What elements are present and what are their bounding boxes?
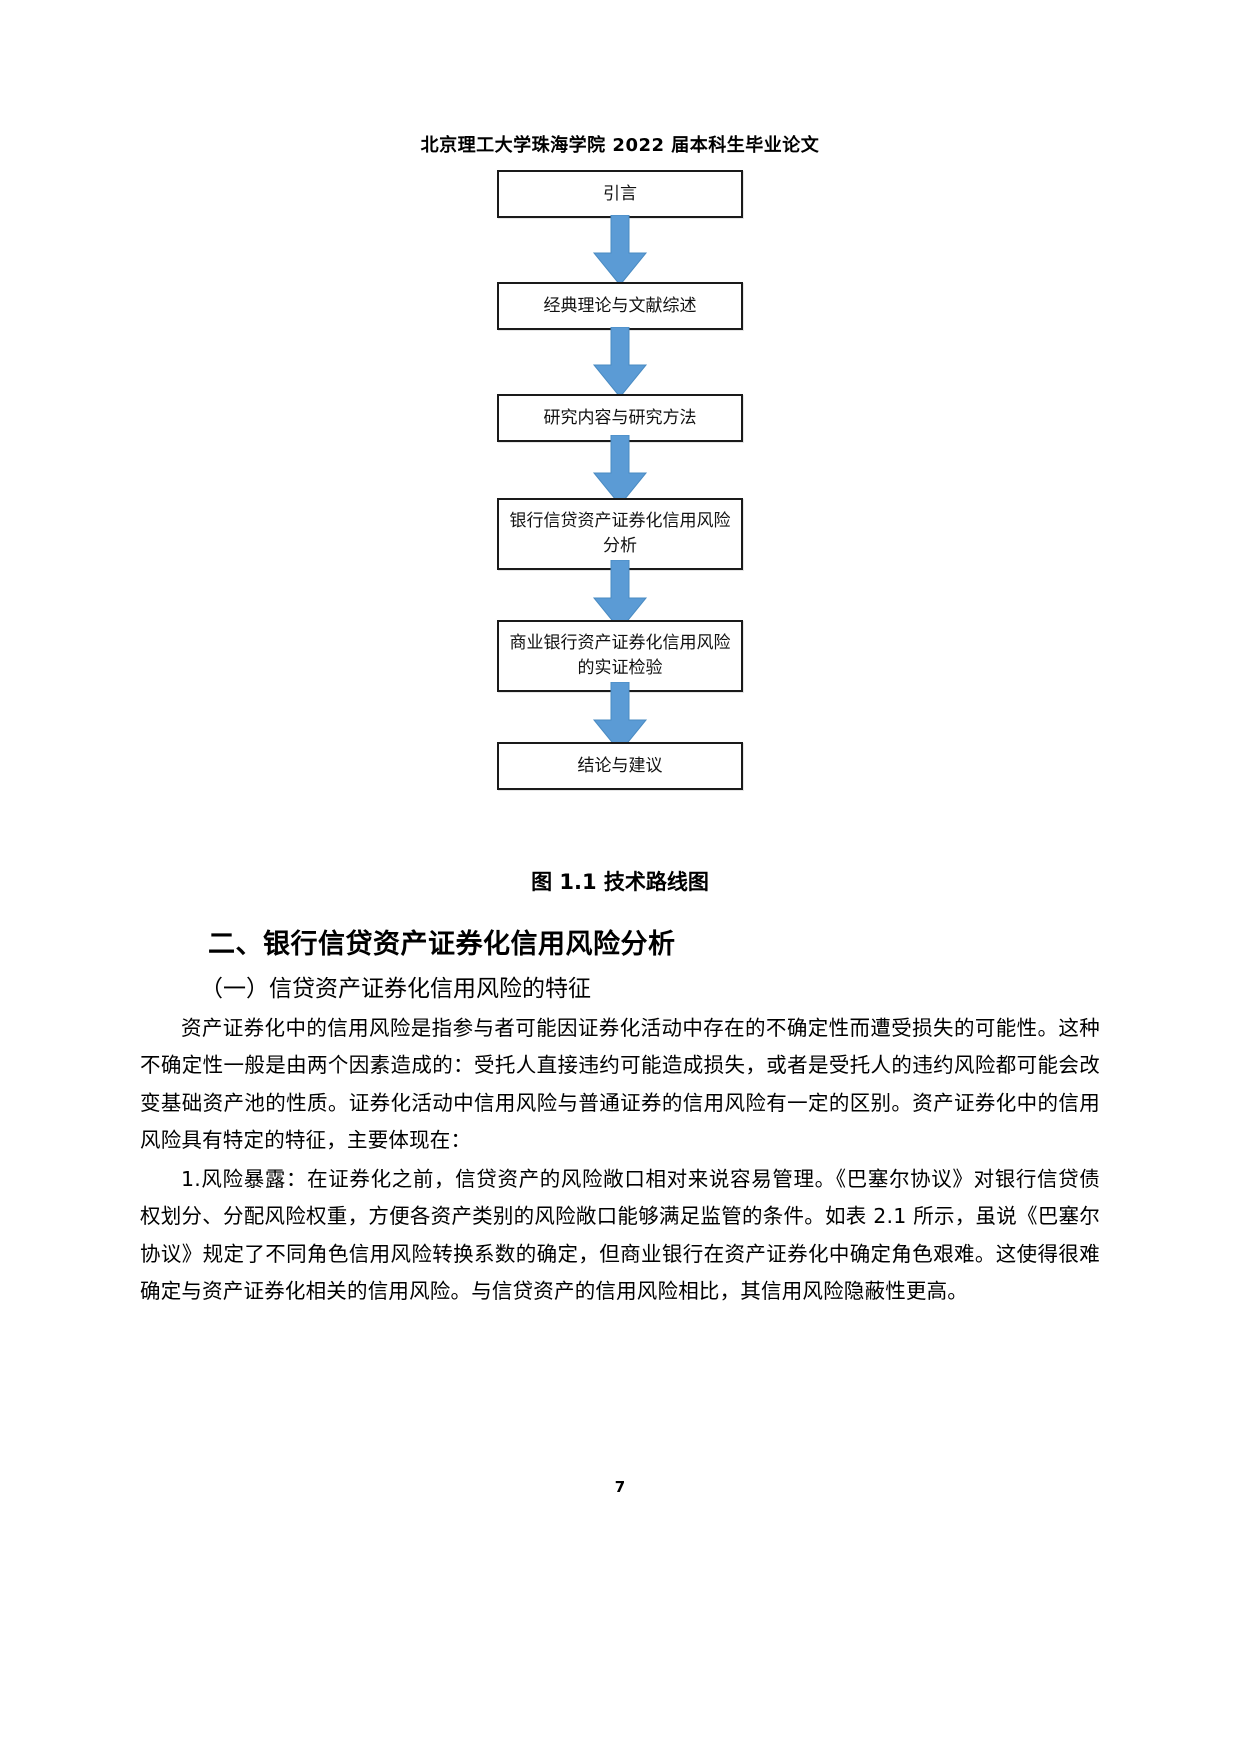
section-heading: 二、银行信贷资产证券化信用风险分析: [208, 929, 676, 960]
flow-node-bank-credit-abs-risk-analysis: 银行信贷资产证券化信用风险分析: [497, 498, 743, 570]
flowchart-row: 银行信贷资产证券化信用风险分析: [0, 498, 1240, 570]
flowchart-row: 引言: [0, 170, 1240, 218]
down-arrow-icon: [592, 327, 648, 397]
flowchart-row: 研究内容与研究方法: [0, 394, 1240, 442]
down-arrow-icon: [592, 560, 648, 630]
flow-arrow-1-wrap: [0, 215, 1240, 285]
body-content: 二、银行信贷资产证券化信用风险分析 （一）信贷资产证券化信用风险的特征 资产证券…: [140, 925, 1100, 1310]
down-arrow-icon: [592, 682, 648, 752]
figure-caption: 图 1.1 技术路线图: [531, 870, 709, 894]
flow-arrow-5-wrap: [0, 682, 1240, 752]
down-arrow-icon: [592, 215, 648, 285]
flow-node-research-content-method: 研究内容与研究方法: [497, 394, 743, 442]
flowchart-row: 经典理论与文献综述: [0, 282, 1240, 330]
flow-node-conclusion-suggestion: 结论与建议: [497, 742, 743, 790]
body-paragraph-1: 资产证券化中的信用风险是指参与者可能因证券化活动中存在的不确定性而遭受损失的可能…: [140, 1016, 1100, 1152]
technical-route-flowchart: 引言 经典理论与文献综述 研究内容与研究方法 银行信贷资产证券化信用风险分析: [0, 170, 1240, 790]
flowchart-row: 商业银行资产证券化信用风险的实证检验: [0, 620, 1240, 692]
body-paragraph-2: 1.风险暴露：在证券化之前，信贷资产的风险敞口相对来说容易管理。《巴塞尔协议》对…: [140, 1167, 1100, 1304]
flow-node-empirical-test: 商业银行资产证券化信用风险的实证检验: [497, 620, 743, 692]
subsection-heading: （一）信贷资产证券化信用风险的特征: [200, 975, 591, 1002]
flow-arrow-3-wrap: [0, 435, 1240, 505]
running-header: 北京理工大学珠海学院 2022 届本科生毕业论文: [420, 135, 820, 156]
page-number: 7: [614, 1478, 626, 1496]
down-arrow-icon: [592, 435, 648, 505]
flow-arrow-4-wrap: [0, 560, 1240, 630]
flow-node-literature-review: 经典理论与文献综述: [497, 282, 743, 330]
flow-arrow-2-wrap: [0, 327, 1240, 397]
flow-node-introduction: 引言: [497, 170, 743, 218]
flowchart-row: 结论与建议: [0, 742, 1240, 790]
